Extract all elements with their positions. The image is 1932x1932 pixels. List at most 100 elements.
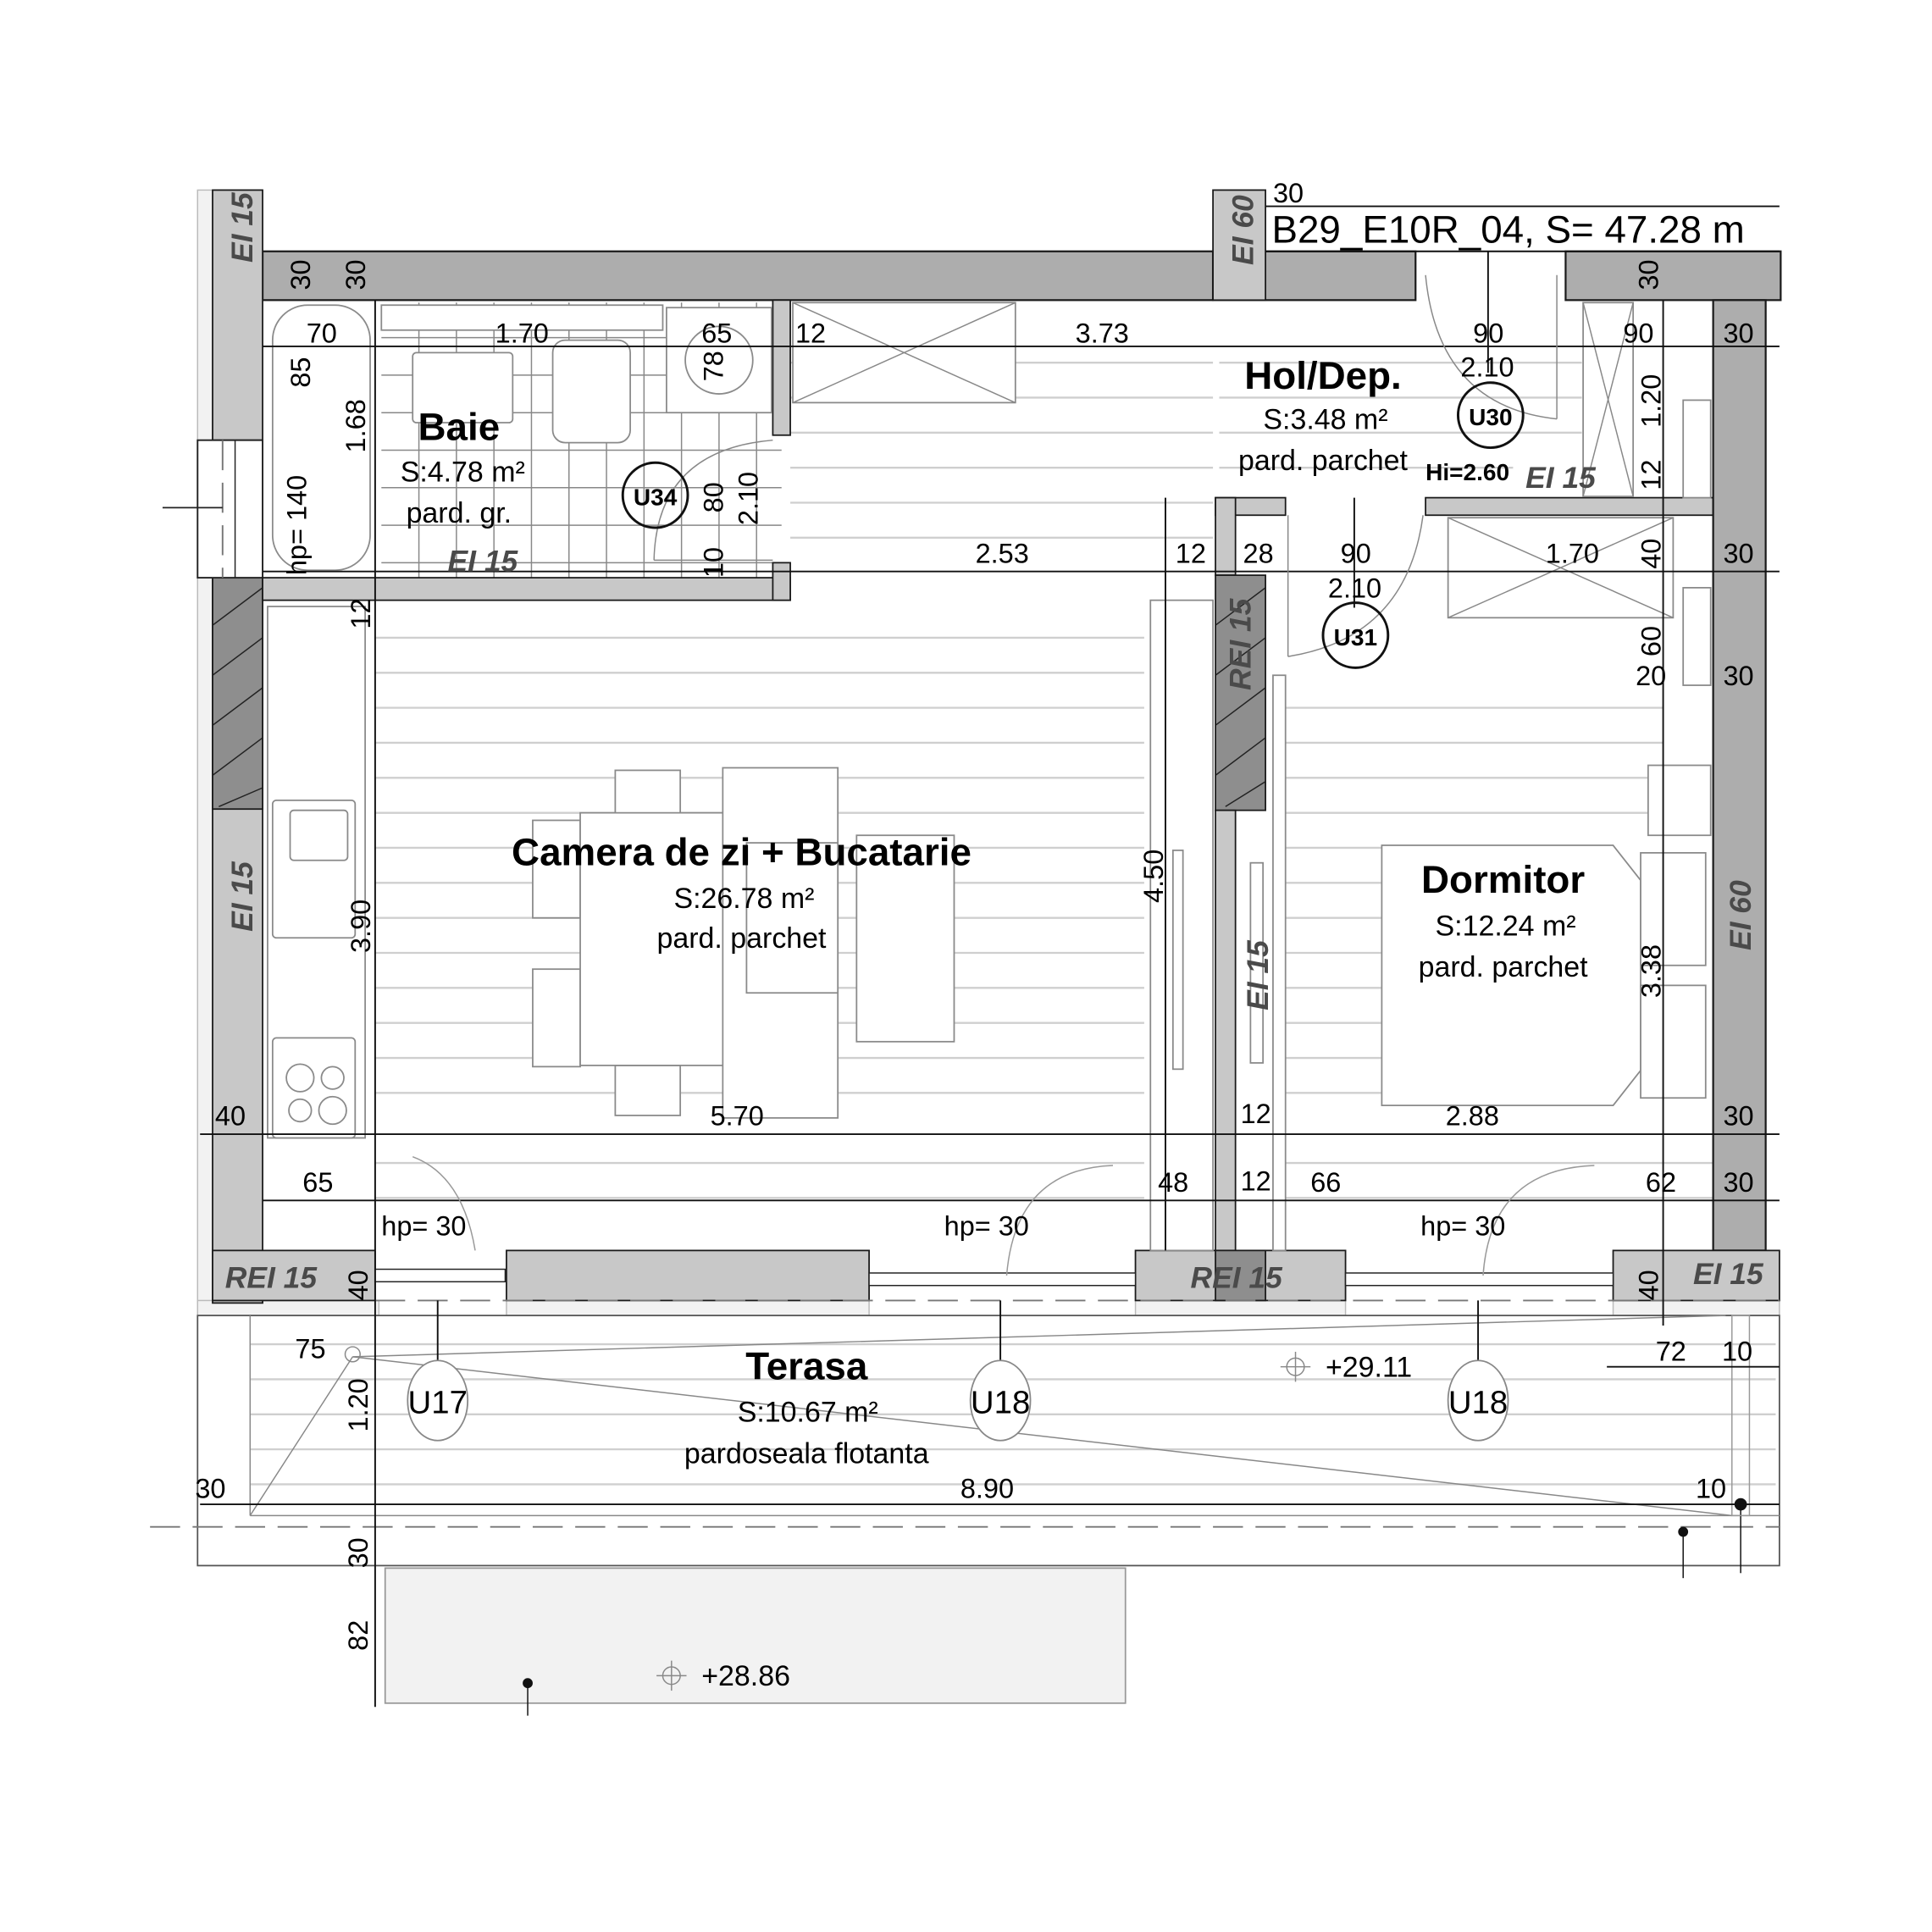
dim: 12 bbox=[1241, 1166, 1271, 1197]
dim: 30 bbox=[1723, 1101, 1753, 1132]
dim: 1.20 bbox=[1636, 374, 1667, 428]
dim: 30 bbox=[1723, 318, 1753, 349]
window-left bbox=[197, 439, 263, 579]
dim: 2.88 bbox=[1446, 1101, 1499, 1132]
hol-ceiling-height: Hi=2.60 bbox=[1425, 459, 1509, 485]
dim: 1.68 bbox=[340, 399, 371, 452]
dim: 10 bbox=[1696, 1474, 1726, 1504]
wall-baie-right-upper bbox=[772, 299, 791, 436]
shelf bbox=[1647, 764, 1712, 837]
tv bbox=[1171, 850, 1184, 1071]
kitchen-sink-bowl bbox=[289, 809, 349, 861]
nightstand bbox=[1640, 984, 1707, 1099]
dim: 28 bbox=[1243, 538, 1274, 568]
bedroom-strip bbox=[1272, 674, 1287, 1252]
dim: 30 bbox=[343, 1537, 374, 1568]
wall-bottom-hatch bbox=[1215, 1249, 1266, 1302]
fire-rating-bottom-mid: REI 15 bbox=[1191, 1261, 1284, 1295]
wall-left-upper bbox=[212, 189, 263, 441]
dim: 30 bbox=[1723, 1167, 1753, 1198]
vanity-shelf bbox=[380, 304, 664, 331]
washing-drum bbox=[684, 325, 754, 395]
unit-title: B29_E10R_04, S= 47.28 m bbox=[1271, 208, 1744, 251]
left-insulation bbox=[197, 189, 213, 1304]
room-area-baie: S:4.78 m² bbox=[401, 456, 525, 488]
dim: 65 bbox=[701, 318, 732, 349]
room-area-living: S:26.78 m² bbox=[673, 883, 814, 915]
dim: 12 bbox=[1241, 1099, 1271, 1129]
dim: 1.70 bbox=[1546, 538, 1599, 568]
dim: 30 bbox=[1723, 538, 1753, 568]
window-u18-left bbox=[868, 1272, 1137, 1287]
bathtub bbox=[271, 304, 371, 572]
tag-circles bbox=[621, 381, 1525, 669]
coffee-table bbox=[855, 834, 955, 1043]
door-tag-u31: U31 bbox=[1334, 624, 1377, 650]
wall-bottom-left bbox=[212, 1249, 376, 1302]
window-u18-right bbox=[1344, 1272, 1614, 1287]
room-name-dormitor: Dormitor bbox=[1421, 858, 1585, 901]
dim: 30 bbox=[340, 259, 371, 290]
fire-rating-bottom-left: REI 15 bbox=[225, 1261, 318, 1295]
room-floor-baie: pard. gr. bbox=[407, 497, 512, 529]
dim: 65 bbox=[302, 1167, 333, 1198]
planter bbox=[384, 1567, 1127, 1704]
dim: 8.90 bbox=[960, 1474, 1014, 1504]
dim: 80 bbox=[698, 482, 728, 512]
dim: 70 bbox=[307, 318, 337, 349]
dim: hp= 140 bbox=[282, 475, 313, 575]
fire-rating-bottom-right: EI 15 bbox=[1693, 1257, 1764, 1291]
dim: 90 bbox=[1341, 538, 1371, 568]
dim: 66 bbox=[1310, 1167, 1341, 1198]
terrace-outline bbox=[197, 1315, 1780, 1567]
dim: 30 bbox=[1723, 661, 1753, 691]
window-tag-u17: U17 bbox=[408, 1384, 468, 1420]
dim: 2.53 bbox=[976, 538, 1029, 568]
bottom-insulation-right bbox=[1612, 1299, 1780, 1316]
dim: 10 bbox=[1722, 1336, 1752, 1366]
room-area-hol: S:3.48 m² bbox=[1263, 403, 1387, 435]
dim: 30 bbox=[1273, 178, 1304, 208]
wall-right bbox=[1712, 299, 1767, 1252]
wall-baie-right-lower bbox=[772, 562, 791, 601]
dim: 5.70 bbox=[711, 1101, 764, 1132]
dim: 3.90 bbox=[346, 900, 376, 953]
chair bbox=[614, 1064, 682, 1116]
wall-hol-bottom bbox=[1425, 496, 1714, 517]
chair bbox=[532, 968, 581, 1068]
hatching bbox=[212, 587, 1266, 807]
dim: 4.50 bbox=[1138, 850, 1169, 903]
dim: 30 bbox=[285, 259, 316, 290]
window-u17 bbox=[374, 1268, 507, 1283]
wall-baie-bottom bbox=[262, 577, 791, 601]
dim: 90 bbox=[1623, 318, 1653, 349]
elevation-terrace: +29.11 bbox=[1326, 1351, 1412, 1383]
fire-rating-partition-hatched: REI 15 bbox=[1223, 597, 1257, 690]
dim: 2.10 bbox=[733, 472, 764, 525]
wall-hol-corner bbox=[1215, 496, 1237, 577]
walls bbox=[162, 189, 1782, 1304]
dim: 40 bbox=[343, 1270, 374, 1300]
wall-partition-hatched bbox=[1215, 574, 1266, 811]
room-name-living: Camera de zi + Bucatarie bbox=[512, 831, 972, 874]
window-tag-u18-left: U18 bbox=[971, 1384, 1030, 1420]
room-floor-terasa: pardoseala flotanta bbox=[684, 1437, 929, 1470]
dim: 48 bbox=[1158, 1167, 1188, 1198]
dim: 2.10 bbox=[1460, 352, 1514, 382]
dim: 40 bbox=[1634, 1270, 1664, 1300]
room-name-baie: Baie bbox=[418, 406, 501, 449]
dim: 90 bbox=[1473, 318, 1503, 349]
door-tag-u30: U30 bbox=[1469, 404, 1512, 430]
terrace bbox=[150, 1315, 1780, 1716]
dim: 12 bbox=[1176, 538, 1206, 568]
dim: 40 bbox=[215, 1101, 246, 1132]
dim: 12 bbox=[346, 598, 376, 628]
dim: 40 bbox=[1636, 539, 1667, 569]
sofa-cushion bbox=[745, 842, 839, 994]
dim: 82 bbox=[343, 1620, 374, 1651]
wall-top-right bbox=[1564, 250, 1782, 302]
dim: 3.73 bbox=[1076, 318, 1129, 349]
dim: 12 bbox=[1636, 460, 1667, 490]
dim-sill-height: hp= 30 bbox=[944, 1211, 1029, 1242]
